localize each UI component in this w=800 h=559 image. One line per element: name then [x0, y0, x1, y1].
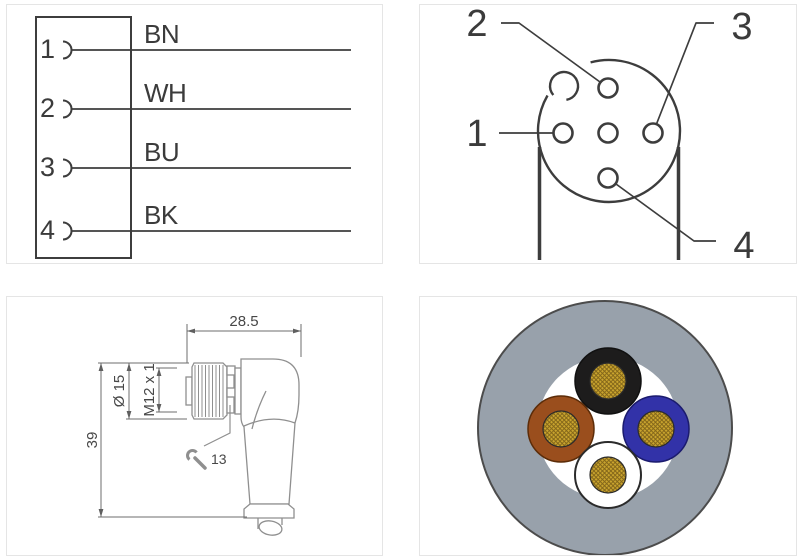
- wire-code-2: WH: [144, 78, 186, 108]
- pin-contact-arc-4: [62, 221, 73, 241]
- thread-tab-mid: [226, 387, 236, 398]
- wire-code-4: BK: [144, 200, 179, 230]
- wire-code-1: BN: [144, 19, 179, 49]
- strain-relief-flange: [243, 503, 295, 519]
- wiring-diagram: 1 BN 2 WH 3 BU 4 BK: [35, 16, 351, 259]
- wrench-icon: [186, 449, 207, 470]
- pin-hole-2: [597, 77, 619, 99]
- witness-lines-height: [98, 362, 247, 518]
- connector-body-rect: [35, 16, 132, 259]
- connector-face-panel: 2 3 1 4: [419, 4, 797, 264]
- dimension-drawing-panel: 28.5 39 Ø 15 M12 x 1 13: [6, 296, 383, 556]
- face-pin-label-4: 4: [733, 225, 754, 263]
- pin-hole-3: [642, 122, 664, 144]
- wrench-leader-line: [203, 405, 231, 447]
- pin-number-4: 4: [40, 215, 55, 245]
- wrench-size-label: 13: [211, 451, 227, 467]
- keyway-notch-icon: [548, 70, 580, 101]
- cable-filler: [537, 357, 679, 499]
- face-pin-label-1: 1: [466, 113, 487, 155]
- body-highlight: [251, 390, 267, 430]
- conductor-core-blue: [637, 410, 675, 448]
- leader-line-4: [615, 183, 716, 242]
- face-pin-label-3: 3: [731, 6, 752, 48]
- dimension-drawing: 28.5 39 Ø 15 M12 x 1 13: [84, 313, 302, 536]
- wrench-jaw: [186, 449, 198, 461]
- pin-contact-arc-2: [62, 99, 73, 119]
- body-seam: [243, 418, 296, 427]
- width-dimension-label: 28.5: [229, 313, 258, 330]
- cable-cross-section: [477, 300, 733, 555]
- pin-hole-4: [597, 167, 619, 189]
- connector-face-circle: [536, 58, 682, 204]
- collar: [234, 367, 242, 415]
- cable-end: [258, 520, 283, 536]
- conductor-core-black: [589, 362, 627, 400]
- leader-line-3: [655, 22, 714, 125]
- socket-face: [185, 376, 193, 406]
- connector-face-view: 2 3 1 4: [466, 5, 754, 263]
- pin-hole-center: [597, 122, 619, 144]
- connector-side-view: [185, 358, 300, 536]
- wire-code-3: BU: [144, 137, 179, 167]
- pin-number-2: 2: [40, 93, 55, 123]
- diameter-dimension-label: Ø 15: [111, 375, 128, 408]
- conductor-core-white: [589, 456, 627, 494]
- witness-lines-thread: [156, 367, 177, 413]
- angled-body: [240, 358, 300, 505]
- cable-cross-section-panel: [419, 296, 797, 556]
- height-dimension-label: 39: [84, 432, 101, 449]
- wrench-handle: [193, 456, 207, 470]
- thread-tab-top: [226, 365, 236, 376]
- pin-number-3: 3: [40, 152, 55, 182]
- conductor-core-brown: [542, 410, 580, 448]
- pin-contact-arc-1: [62, 40, 73, 60]
- pin-hole-1: [552, 122, 574, 144]
- cable-sides: [257, 518, 283, 529]
- thread-dimension-label: M12 x 1: [141, 363, 158, 416]
- wiring-diagram-panel: 1 BN 2 WH 3 BU 4 BK: [6, 4, 383, 264]
- pin-contact-arc-3: [62, 158, 73, 178]
- pin-number-1: 1: [40, 34, 55, 64]
- knurling-lines: [194, 365, 224, 417]
- leader-line-2: [501, 22, 601, 83]
- face-pin-label-2: 2: [466, 5, 487, 45]
